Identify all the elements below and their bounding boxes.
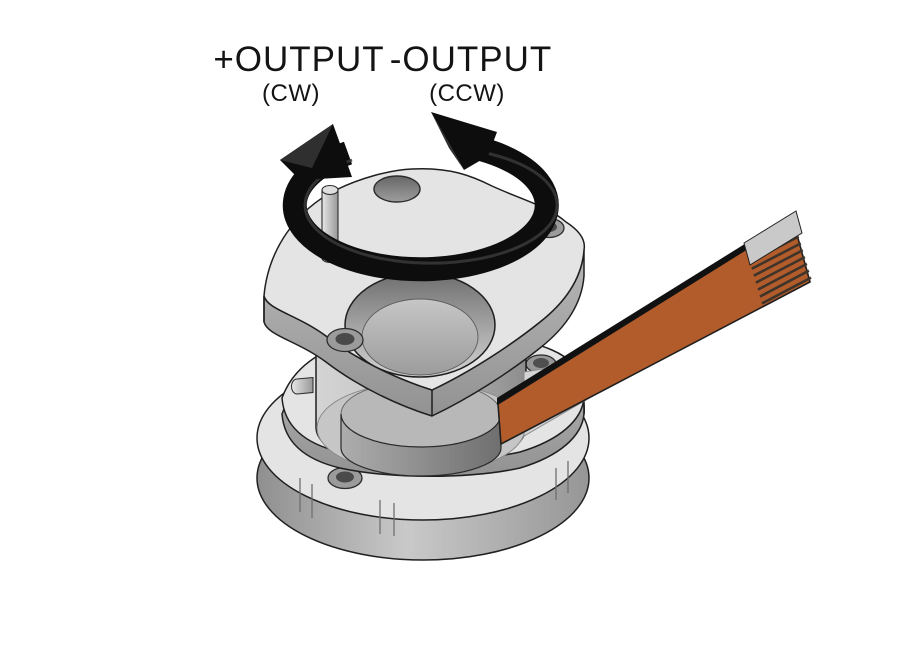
label-ccw-direction: (CCW): [429, 80, 505, 107]
base-mounting-hole: [327, 466, 363, 490]
label-cw-direction: (CW): [262, 80, 320, 107]
cable-stiffener: [743, 210, 803, 266]
rotor-hub: [340, 413, 502, 477]
ccw-arrowhead-icon: [431, 112, 497, 170]
flange-screw-hole-left: [326, 327, 364, 353]
flex-cable: [497, 210, 812, 446]
base-scallop-grooves: [299, 461, 569, 536]
label-plus-output: +OUTPUT: [213, 40, 385, 79]
locating-pin-icon: [291, 376, 314, 395]
rotation-arrow: [280, 112, 559, 282]
cw-arrowhead-icon: [280, 124, 352, 180]
rotation-arrow-ring: [282, 135, 559, 282]
flange-through-hole: [373, 175, 421, 203]
flex-cable-top-edge: [497, 214, 793, 405]
center-bore: [344, 272, 496, 378]
label-minus-output: -OUTPUT: [389, 40, 553, 79]
